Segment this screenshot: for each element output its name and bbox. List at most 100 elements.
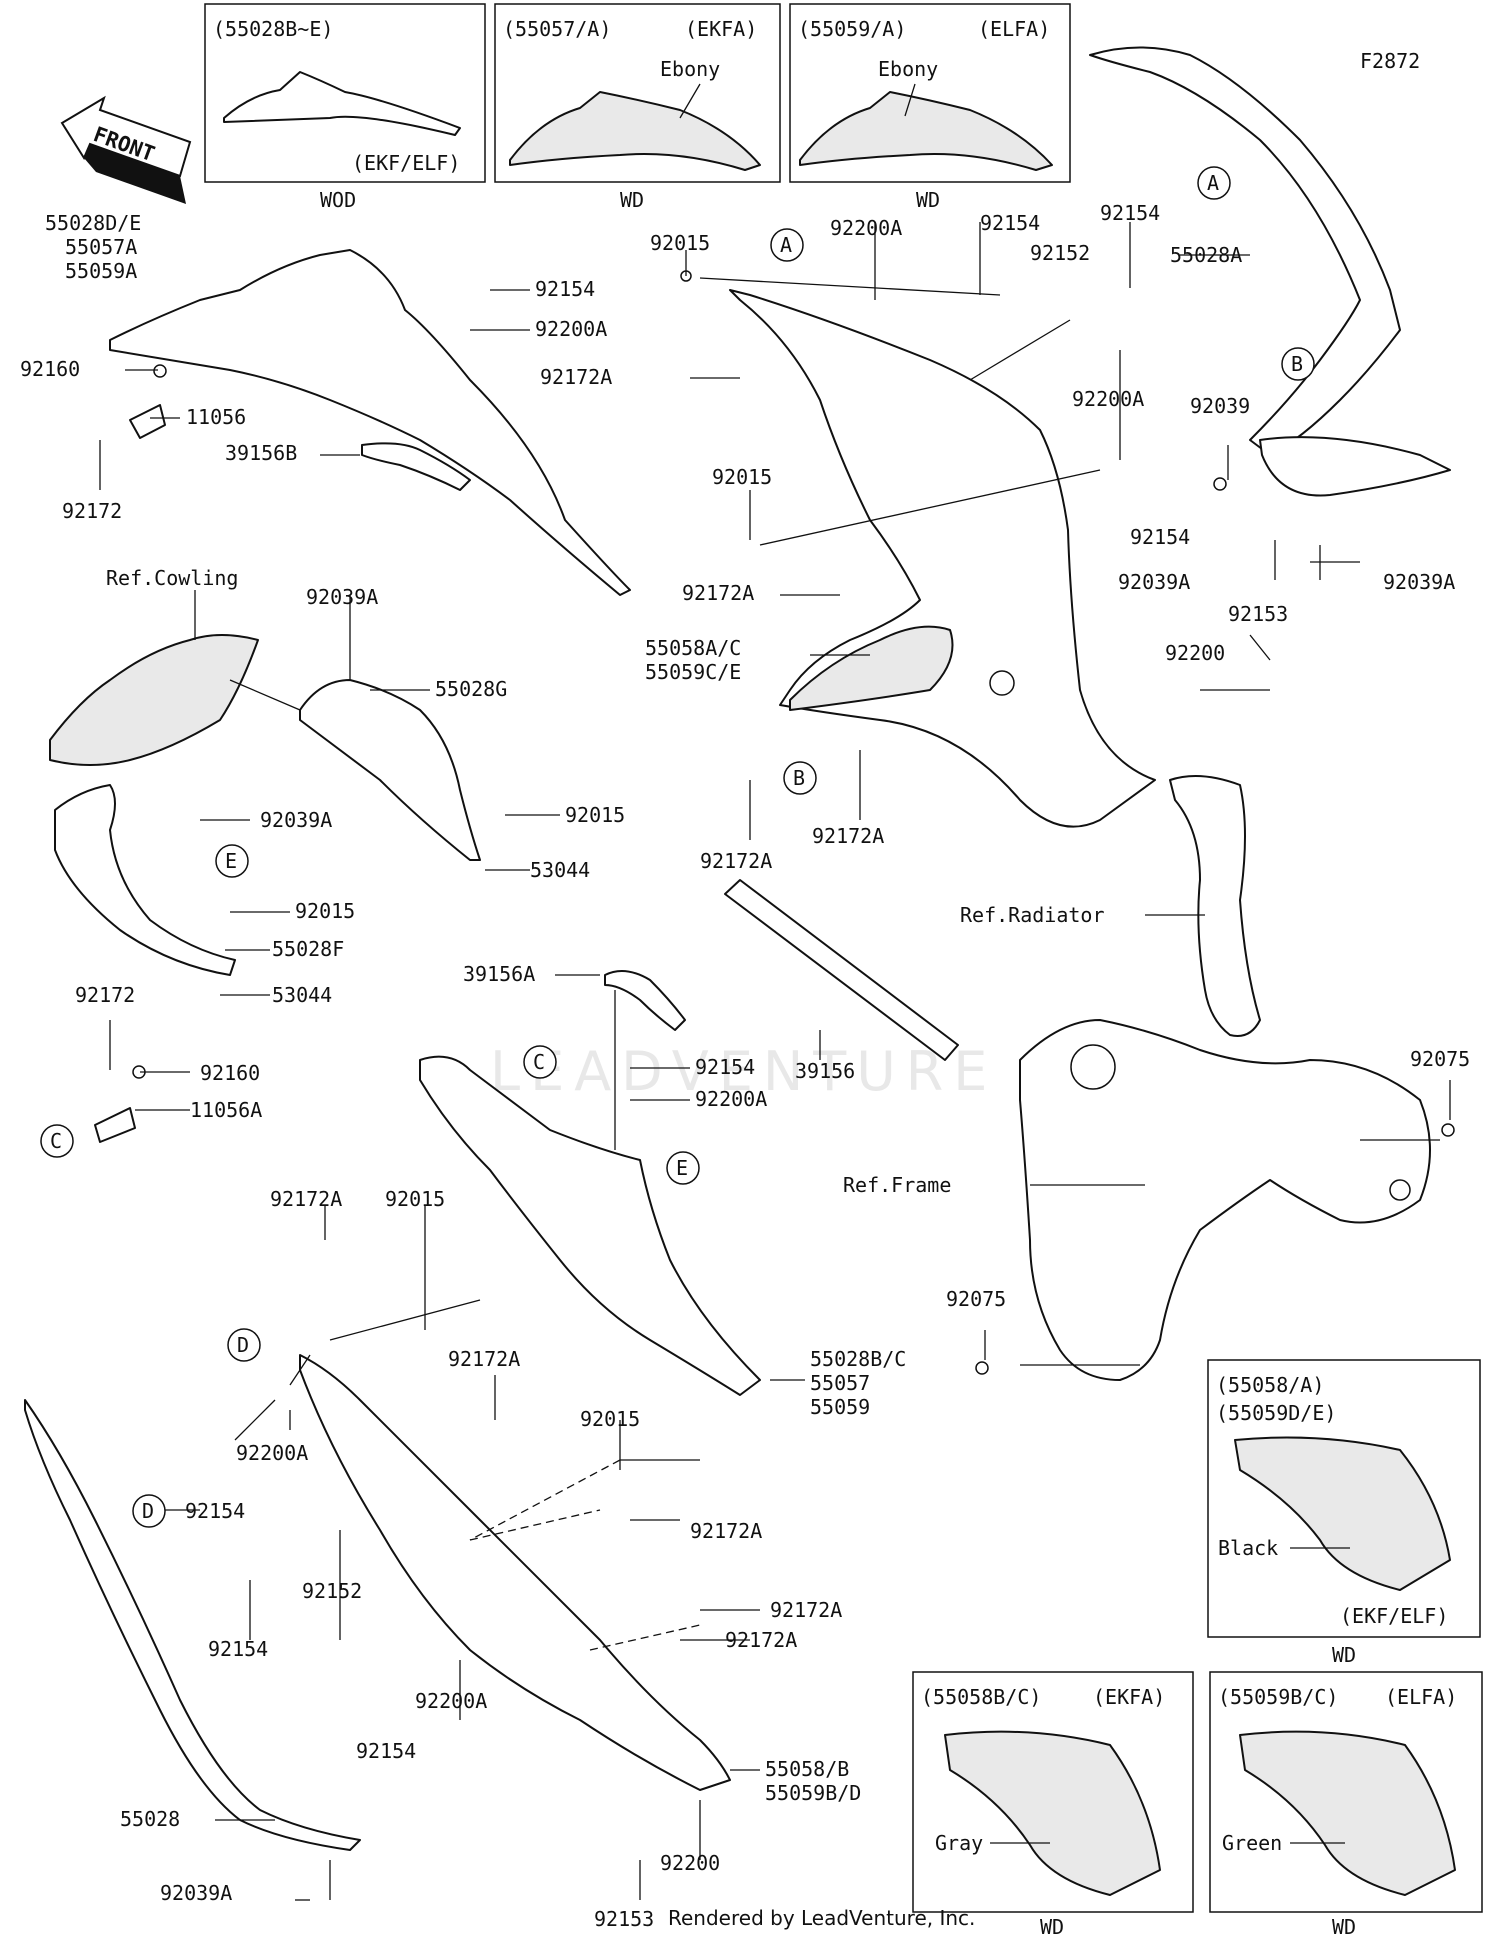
part-label: 92172A [448,1347,520,1371]
variant-box-3: (55059/A) (ELFA) Ebony [789,3,1071,183]
variant-box-6-model: (ELFA) [1385,1685,1457,1709]
part-label: 92172A [770,1598,842,1622]
part-label: Ref.Radiator [960,903,1105,927]
part-label: 55059 [810,1395,870,1419]
part-label: 92200A [830,216,902,240]
variant-box-6: (55059B/C) (ELFA) Green [1209,1671,1483,1913]
ref-frame-part [1019,1019,1431,1381]
part-label: 39156 [795,1059,855,1083]
variant-box-3-header: (55059/A) [798,17,906,41]
part-label: 92172A [540,365,612,389]
part-label: 92039 [1190,394,1250,418]
upper-cowl-part [109,249,631,596]
variant-box-2-color: Ebony [660,57,720,81]
variant-box-5-color: Gray [935,1831,983,1855]
variant-box-4-header2: (55059D/E) [1216,1401,1336,1425]
inner-panel-f-part [54,784,236,976]
variant-box-6-caption: WD [1332,1915,1356,1938]
part-label: 92154 [208,1637,268,1661]
part-label: 92172A [725,1628,797,1652]
leader-lines [99,222,1451,1901]
variant-box-6-color: Green [1222,1831,1282,1855]
part-label: 55028G [435,677,507,701]
svg-text:C: C [50,1129,62,1153]
part-label: 53044 [272,983,332,1007]
part-label: 92200A [535,317,607,341]
variant-box-4-color: Black [1218,1536,1278,1560]
variant-box-2-model: (EKFA) [685,17,757,41]
svg-text:E: E [676,1156,688,1180]
part-label: 92152 [302,1579,362,1603]
middle-cowl-part [419,1055,761,1396]
callout-a-1: A [770,228,804,262]
variant-box-4-footer: (EKF/ELF) [1340,1604,1448,1628]
variant-box-4-header: (55058/A) [1216,1373,1324,1397]
part-label: 92015 [650,231,710,255]
part-label: 55028F [272,937,344,961]
part-label: 92153 [1228,602,1288,626]
part-label: 92172 [75,983,135,1007]
variant-box-3-color: Ebony [878,57,938,81]
svg-text:D: D [142,1499,154,1523]
part-label: 55028A [1170,243,1242,267]
footer-credit: Rendered by LeadVenture, Inc. [668,1906,975,1930]
part-label: 92200 [1165,641,1225,665]
callout-e-1: E [215,844,249,878]
part-label: 92200A [236,1441,308,1465]
variant-box-1-header: (55028B~E) [213,17,333,41]
part-label: 92172A [812,824,884,848]
part-label: 92160 [200,1061,260,1085]
bracket-11056-part [129,404,166,439]
variant-box-2: (55057/A) (EKFA) Ebony [494,3,781,183]
callout-c-1: C [523,1045,557,1079]
part-label: 92075 [946,1287,1006,1311]
part-label: 55058/B [765,1757,849,1781]
svg-text:B: B [1291,352,1303,376]
variant-box-3-model: (ELFA) [978,17,1050,41]
part-label: 53044 [530,858,590,882]
part-label: 92039A [260,808,332,832]
part-label: 92172A [270,1187,342,1211]
part-label: 92153 [594,1907,654,1931]
part-label: 39156B [225,441,297,465]
part-label: 92154 [535,277,595,301]
part-label: 92039A [1118,570,1190,594]
variant-box-2-header: (55057/A) [503,17,611,41]
svg-text:A: A [1207,171,1219,195]
part-label: 92015 [565,803,625,827]
part-label: 92015 [712,465,772,489]
part-labels: 55028D/E 55057A 55059A 92160 11056 92172… [20,201,1470,1931]
front-arrow-icon: FRONT [60,95,192,204]
variant-box-5: (55058B/C) (EKFA) Gray [912,1671,1194,1913]
part-label: Ref.Frame [843,1173,951,1197]
variant-box-5-model: (EKFA) [1093,1685,1165,1709]
part-label: 55057A [65,235,137,259]
part-label: 55057 [810,1371,870,1395]
part-label: 55028D/E [45,211,141,235]
part-label: 55059A [65,259,137,283]
part-label: 92039A [160,1881,232,1905]
part-label: 55028 [120,1807,180,1831]
side-strip-d-part [24,1399,361,1851]
part-label: 92172A [700,849,772,873]
part-label: 11056A [190,1098,262,1122]
part-label: 92160 [20,357,80,381]
part-label: 55059B/D [765,1781,861,1805]
part-label: 92039A [1383,570,1455,594]
part-label: 39156A [463,962,535,986]
part-label: 92152 [1030,241,1090,265]
variant-box-1-caption: WOD [320,188,356,212]
part-label: 92200 [660,1851,720,1875]
variant-box-5-caption: WD [1040,1915,1064,1938]
figure-id: F2872 [1360,49,1420,73]
part-label: 92172A [690,1519,762,1543]
side-fairing-part [729,289,1156,828]
part-label: Ref.Cowling [106,566,238,590]
callout-e-2: E [666,1151,700,1185]
part-label: 92075 [1410,1047,1470,1071]
variant-box-5-header: (55058B/C) [921,1685,1041,1709]
part-label: 92200A [695,1087,767,1111]
part-label: 55058A/C [645,636,741,660]
part-label: 92015 [580,1407,640,1431]
